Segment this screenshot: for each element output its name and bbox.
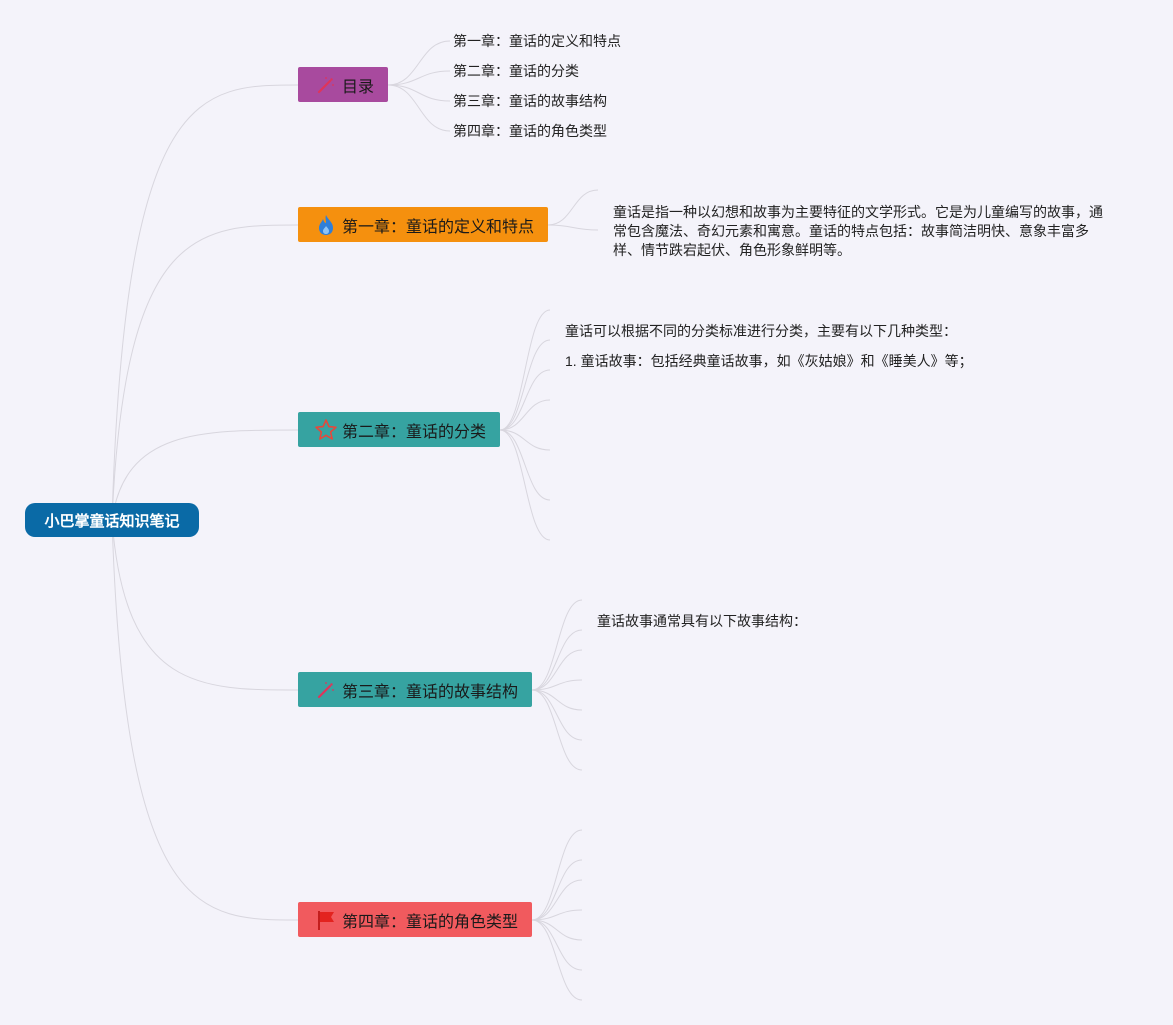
wand-icon xyxy=(314,73,338,97)
chapter-2-connector xyxy=(499,429,551,501)
star-icon xyxy=(314,418,338,442)
chapter-3-item[interactable]: 童话故事通常具有以下故事结构： xyxy=(597,613,807,629)
chapter-1-description[interactable]: 童话是指一种以幻想和故事为主要特征的文学形式。它是为儿童编写的故事，通常包含魔法… xyxy=(613,204,1103,258)
chapter-2-connector xyxy=(499,309,551,431)
branch-toc[interactable]: 目录 xyxy=(298,67,388,102)
chapter-1-connector xyxy=(547,224,599,231)
chapter-3-connector xyxy=(531,689,583,771)
chapter-2-connector xyxy=(499,369,551,431)
branch-chapter-3[interactable]: 第三章：童话的故事结构 xyxy=(298,672,532,707)
toc-item[interactable]: 第一章：童话的定义和特点 xyxy=(453,33,621,49)
chapter-4-connector xyxy=(531,919,583,941)
chapter-3-connector xyxy=(531,599,583,691)
chapter-4-connector xyxy=(531,919,583,971)
flag-icon xyxy=(314,908,338,932)
chapter-2-connector xyxy=(499,339,551,431)
toc-connector xyxy=(387,40,451,86)
flame-icon xyxy=(314,213,338,237)
chapter-2-connector xyxy=(499,429,551,451)
root-connector xyxy=(111,519,299,691)
chapter-2-connector xyxy=(499,399,551,431)
root-connector xyxy=(111,224,299,521)
chapter-3-connector xyxy=(531,649,583,691)
chapter-4-connector xyxy=(531,859,583,921)
chapter-4-connector xyxy=(531,919,583,1001)
toc-connector xyxy=(387,70,451,86)
branch-chapter-2[interactable]: 第二章：童话的分类 xyxy=(298,412,500,447)
chapter-3-connector xyxy=(531,689,583,711)
root-connector xyxy=(111,429,299,521)
toc-item[interactable]: 第四章：童话的角色类型 xyxy=(453,123,607,139)
chapter-4-connector xyxy=(531,909,583,921)
wand-icon xyxy=(314,678,338,702)
toc-item[interactable]: 第三章：童话的故事结构 xyxy=(453,93,607,109)
chapter-1-connector xyxy=(547,189,599,226)
chapter-3-connector xyxy=(531,689,583,741)
chapter-3-connector xyxy=(531,679,583,691)
root-node[interactable]: 小巴掌童话知识笔记 xyxy=(25,503,199,537)
chapter-2-item[interactable]: 1. 童话故事：包括经典童话故事，如《灰姑娘》和《睡美人》等； xyxy=(565,353,973,369)
chapter-2-item[interactable]: 童话可以根据不同的分类标准进行分类，主要有以下几种类型： xyxy=(565,323,957,339)
toc-item[interactable]: 第二章：童话的分类 xyxy=(453,63,579,79)
root-connector xyxy=(111,84,299,521)
branch-chapter-4[interactable]: 第四章：童话的角色类型 xyxy=(298,902,532,937)
chapter-4-connector xyxy=(531,879,583,921)
branch-chapter-1[interactable]: 第一章：童话的定义和特点 xyxy=(298,207,548,242)
chapter-4-connector xyxy=(531,829,583,921)
toc-connector xyxy=(387,84,451,132)
chapter-2-connector xyxy=(499,429,551,541)
toc-connector xyxy=(387,84,451,102)
chapter-3-connector xyxy=(531,629,583,691)
root-connector xyxy=(111,519,299,921)
